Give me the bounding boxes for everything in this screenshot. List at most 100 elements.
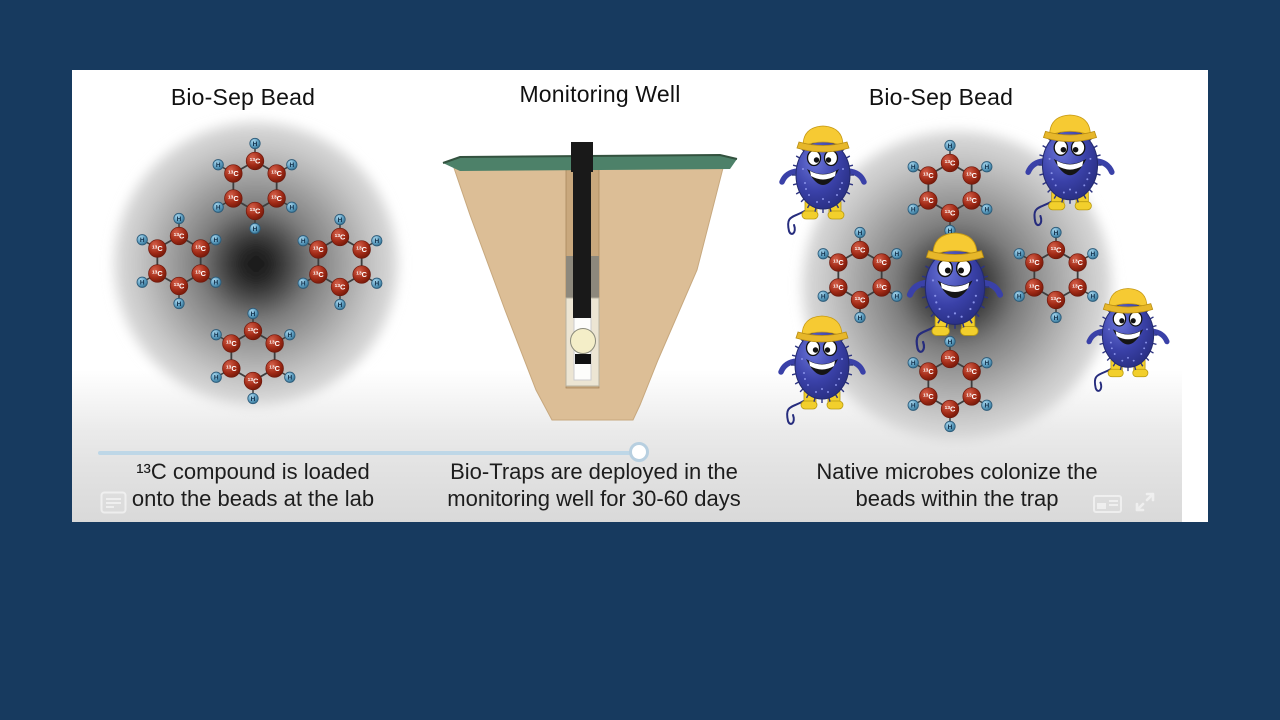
svg-text:H: H [984,207,989,214]
svg-text:13C: 13C [966,171,977,180]
svg-text:H: H [253,226,258,233]
svg-text:H: H [894,294,899,301]
svg-text:13C: 13C [855,246,866,255]
svg-text:13C: 13C [923,171,934,180]
svg-text:H: H [289,162,294,169]
svg-text:13C: 13C [335,233,346,242]
svg-text:13C: 13C [923,196,934,205]
svg-text:H: H [1017,251,1022,258]
svg-text:H: H [984,360,989,367]
caption-line: monitoring well for 30-60 days [447,486,741,511]
svg-text:13C: 13C [945,159,956,168]
slide: H H H H H H 13C 13C 13C 13C 13C 13C H H H H H H 13C 13C 13C 1… [72,70,1208,522]
svg-text:13C: 13C [1072,258,1083,267]
svg-text:H: H [948,228,953,235]
svg-text:13C: 13C [226,339,237,348]
svg-text:13C: 13C [313,245,324,254]
svg-text:H: H [140,280,145,287]
caption-right: Native microbes colonize the beads withi… [816,458,1097,512]
svg-text:H: H [216,162,221,169]
svg-text:13C: 13C [1051,246,1062,255]
panel-title-left: Bio-Sep Bead [170,84,316,110]
svg-text:13C: 13C [269,364,280,373]
progress-bar[interactable] [98,451,631,455]
svg-text:H: H [253,141,258,148]
svg-text:H: H [287,332,292,339]
svg-text:13C: 13C [876,258,887,267]
svg-text:H: H [301,238,306,245]
svg-text:H: H [911,403,916,410]
svg-text:13C: 13C [833,258,844,267]
svg-text:13C: 13C [356,245,367,254]
svg-text:H: H [251,311,256,318]
caption-line: Bio-Traps are deployed in the [450,459,738,484]
svg-text:13C: 13C [966,367,977,376]
svg-text:13C: 13C [174,282,185,291]
playlist-icon[interactable] [100,491,127,514]
caption-line: beads within the trap [855,486,1059,511]
svg-text:13C: 13C [1029,258,1040,267]
svg-text:13C: 13C [1029,283,1040,292]
svg-text:H: H [948,424,953,431]
svg-text:H: H [289,205,294,212]
svg-text:13C: 13C [945,355,956,364]
svg-text:13C: 13C [248,377,259,386]
svg-text:13C: 13C [1072,283,1083,292]
svg-text:H: H [338,217,343,224]
svg-text:H: H [858,230,863,237]
svg-text:13C: 13C [152,244,163,253]
svg-text:H: H [374,238,379,245]
svg-text:H: H [301,281,306,288]
svg-text:H: H [911,360,916,367]
svg-text:H: H [216,205,221,212]
svg-text:13C: 13C [228,194,239,203]
svg-text:13C: 13C [271,169,282,178]
svg-text:H: H [948,143,953,150]
svg-text:H: H [214,332,219,339]
svg-text:13C: 13C [226,364,237,373]
panel-title-middle: Monitoring Well [519,81,681,107]
svg-text:H: H [140,237,145,244]
svg-text:H: H [287,375,292,382]
svg-text:13C: 13C [174,232,185,241]
svg-text:H: H [1090,294,1095,301]
svg-text:H: H [251,396,256,403]
progress-scrubber[interactable] [629,442,649,462]
svg-text:13C: 13C [195,244,206,253]
svg-text:13C: 13C [152,269,163,278]
fullscreen-icon[interactable] [1132,489,1158,515]
svg-text:13C: 13C [855,296,866,305]
svg-text:H: H [821,294,826,301]
svg-text:13C: 13C [248,327,259,336]
svg-text:13C: 13C [1051,296,1062,305]
caption-left: ¹³C compound is loaded onto the beads at… [132,458,374,512]
svg-text:H: H [338,302,343,309]
svg-text:13C: 13C [335,283,346,292]
caption-line: ¹³C compound is loaded [136,459,370,484]
diagram-figure: H H H H H H 13C 13C 13C 13C 13C 13C H H H H H H 13C 13C 13C 1… [114,114,1170,441]
svg-text:13C: 13C [250,207,261,216]
svg-text:13C: 13C [271,194,282,203]
svg-text:H: H [984,403,989,410]
svg-text:H: H [213,280,218,287]
panel-title-right: Bio-Sep Bead [868,84,1014,110]
svg-text:H: H [214,375,219,382]
svg-text:13C: 13C [250,157,261,166]
svg-text:H: H [911,164,916,171]
svg-text:13C: 13C [945,209,956,218]
svg-text:13C: 13C [966,392,977,401]
svg-text:H: H [1054,315,1059,322]
mini-player-icon[interactable] [1093,495,1122,513]
svg-text:H: H [984,164,989,171]
svg-text:13C: 13C [923,367,934,376]
caption-line: onto the beads at the lab [131,486,375,511]
svg-text:13C: 13C [923,392,934,401]
svg-text:H: H [948,339,953,346]
caption-middle: Bio-Traps are deployed in the monitoring… [447,458,740,512]
svg-text:13C: 13C [945,405,956,414]
svg-text:13C: 13C [966,196,977,205]
svg-text:13C: 13C [356,270,367,279]
svg-text:H: H [858,315,863,322]
svg-text:H: H [1090,251,1095,258]
